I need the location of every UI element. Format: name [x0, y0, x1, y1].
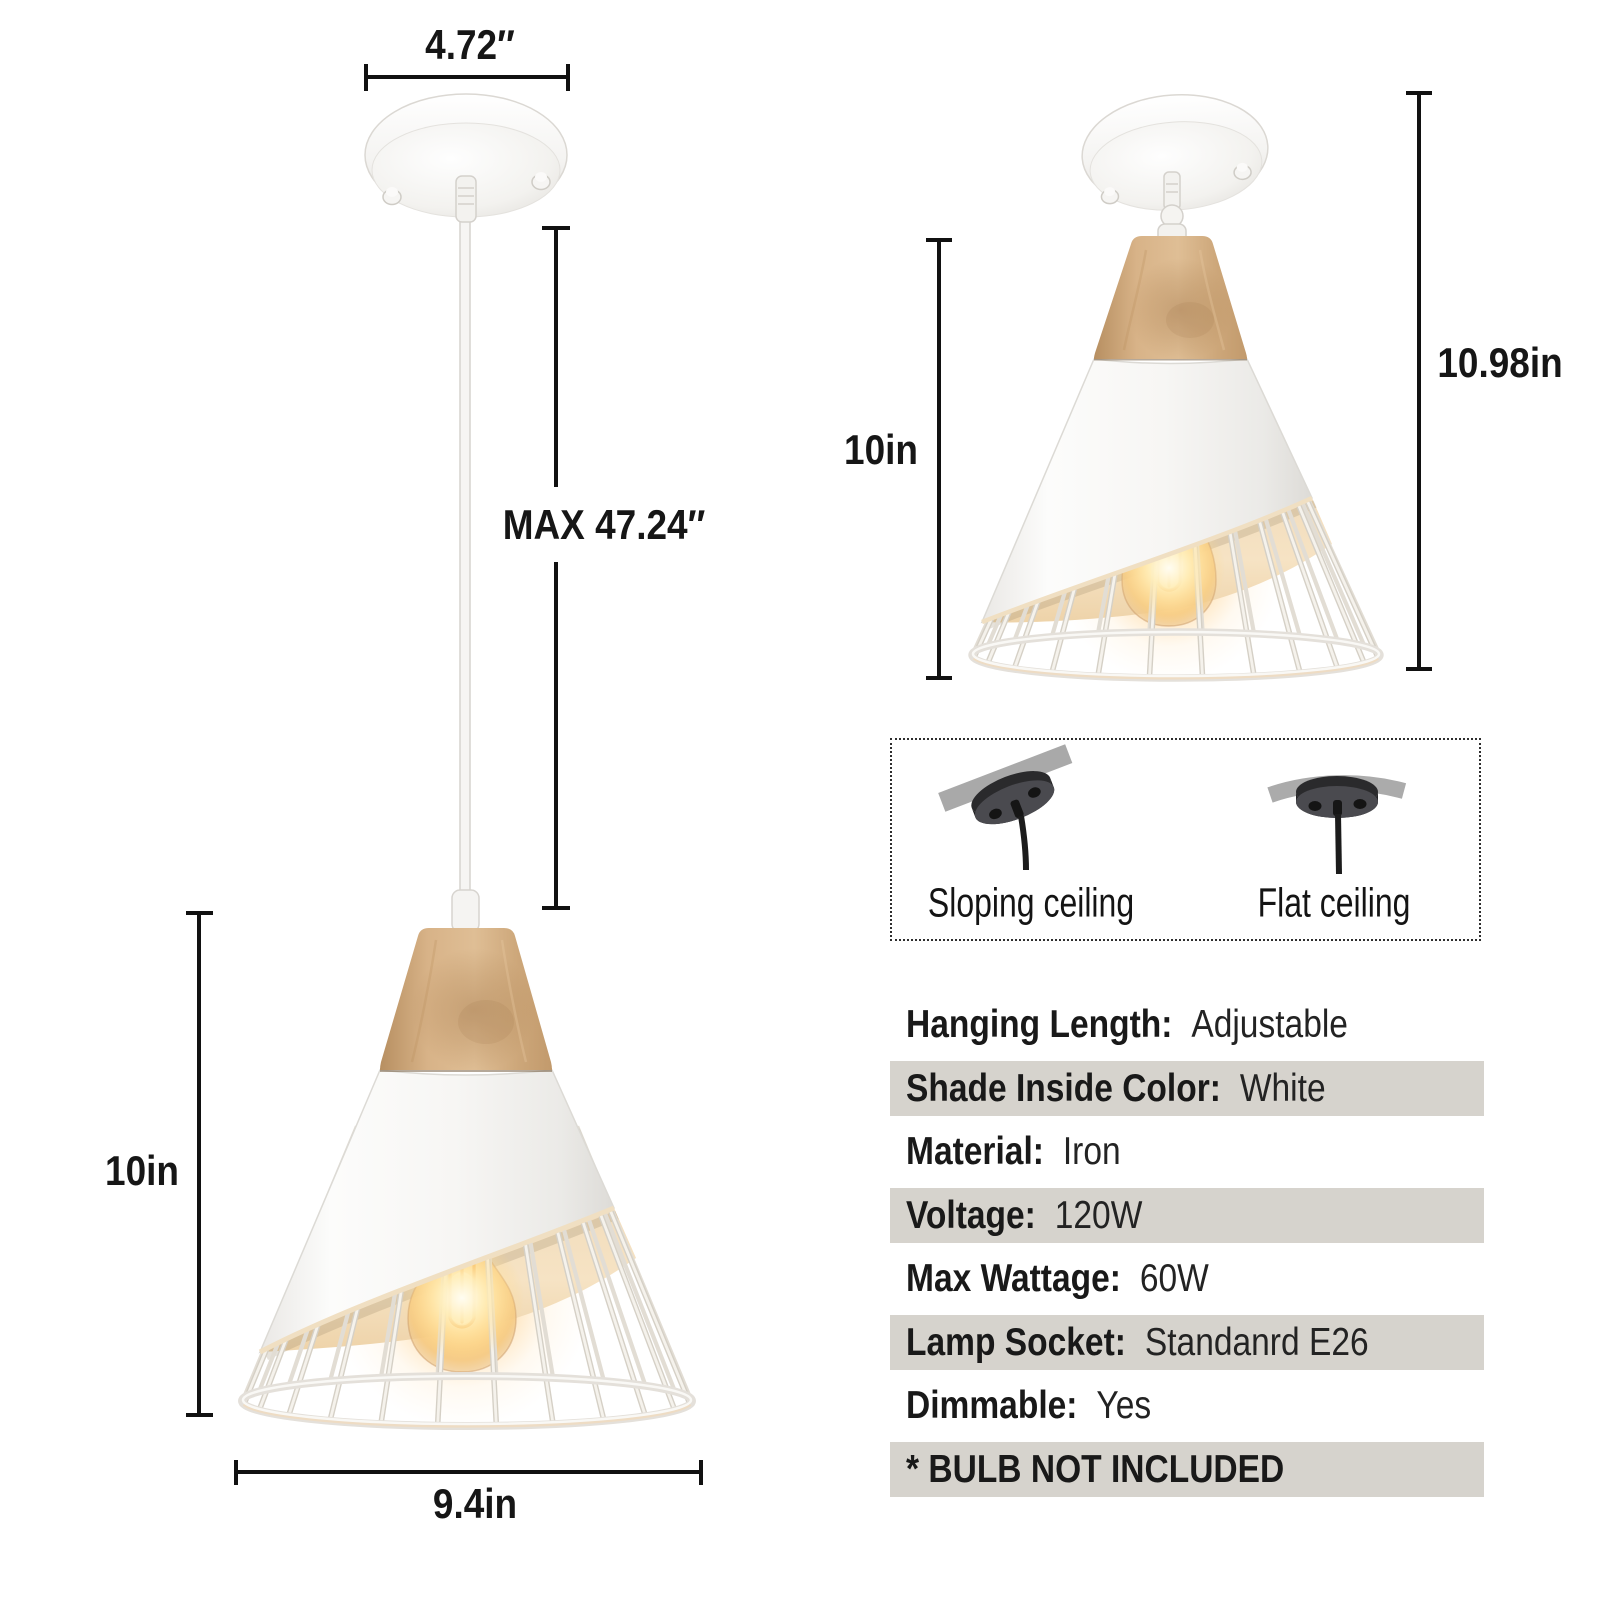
flush-cage-rim [968, 628, 1384, 682]
pendant-shade-width-dimension-label: 9.4in [432, 1480, 518, 1527]
spec-value: 120W [1054, 1193, 1143, 1237]
pendant-dimension-lines [186, 64, 703, 1485]
wood-cone [380, 928, 552, 1072]
pendant-lamp-graphic [238, 93, 696, 1430]
spec-row-text: Hanging Length: Adjustable [906, 1005, 1348, 1044]
spec-row-text: Material: Iron [906, 1132, 1121, 1171]
spec-label: Lamp Socket: [906, 1320, 1126, 1364]
flush-dimension-lines [926, 91, 1432, 680]
spec-row: Shade Inside Color: White [890, 1060, 1484, 1116]
spec-label: Shade Inside Color: [906, 1066, 1221, 1110]
spec-label: Hanging Length: [906, 1003, 1173, 1046]
spec-row: Lamp Socket: Standanrd E26 [890, 1314, 1484, 1370]
spec-row-text: Lamp Socket: Standanrd E26 [906, 1323, 1369, 1362]
spec-label: * BULB NOT INCLUDED [906, 1447, 1285, 1491]
cable-length-dimension-label: MAX 47.24″ [502, 501, 706, 548]
flat-ceiling-label: Flat ceiling [1257, 879, 1411, 926]
flat-ceiling-mount-icon [1267, 775, 1407, 875]
spec-label: Voltage: [906, 1193, 1036, 1237]
sloping-ceiling-mount-icon [938, 744, 1073, 871]
spec-value: Iron [1062, 1130, 1121, 1173]
spec-value: Adjustable [1191, 1003, 1348, 1046]
flush-lamp-graphic [968, 94, 1384, 682]
spec-row: Max Wattage: 60W [890, 1251, 1484, 1306]
spec-row: Dimmable: Yes [890, 1378, 1484, 1433]
spec-label: Dimmable: [906, 1384, 1078, 1427]
spec-row-text: * BULB NOT INCLUDED [906, 1450, 1284, 1489]
spec-row: Hanging Length: Adjustable [890, 997, 1484, 1052]
pendant-ceiling-canopy [364, 93, 568, 223]
spec-value: White [1239, 1066, 1326, 1110]
spec-row: Material: Iron [890, 1124, 1484, 1179]
spec-label: Material: [906, 1130, 1044, 1173]
spec-value: Yes [1096, 1384, 1152, 1427]
spec-row: * BULB NOT INCLUDED [890, 1441, 1484, 1497]
spec-value: 60W [1139, 1257, 1209, 1300]
spec-row: Voltage: 120W [890, 1187, 1484, 1243]
spec-row-text: Dimmable: Yes [906, 1386, 1151, 1425]
flush-total-height-dimension-label: 10.98in [1437, 339, 1563, 386]
flush-ceiling-canopy [1081, 94, 1269, 211]
mounting-options-box [890, 738, 1481, 941]
flush-shade-height-dimension-label: 10in [844, 426, 918, 473]
canopy-width-dimension-label: 4.72″ [425, 21, 515, 68]
sloping-ceiling-label: Sloping ceiling [927, 879, 1135, 926]
spec-row-text: Voltage: 120W [906, 1196, 1142, 1235]
spec-row-text: Max Wattage: 60W [906, 1259, 1209, 1298]
shade-rolled-edge [258, 1205, 615, 1355]
cage-rim [238, 1372, 696, 1430]
spec-value: Standanrd E26 [1144, 1320, 1369, 1364]
spec-row-text: Shade Inside Color: White [906, 1069, 1326, 1108]
cord-ferrule [451, 889, 480, 933]
pendant-shade-height-dimension-label: 10in [105, 1147, 179, 1194]
flush-wood-cone [1094, 236, 1247, 362]
flush-shade-rolled-edge [981, 495, 1313, 625]
spec-label: Max Wattage: [906, 1257, 1121, 1300]
pendant-cord [459, 204, 471, 906]
